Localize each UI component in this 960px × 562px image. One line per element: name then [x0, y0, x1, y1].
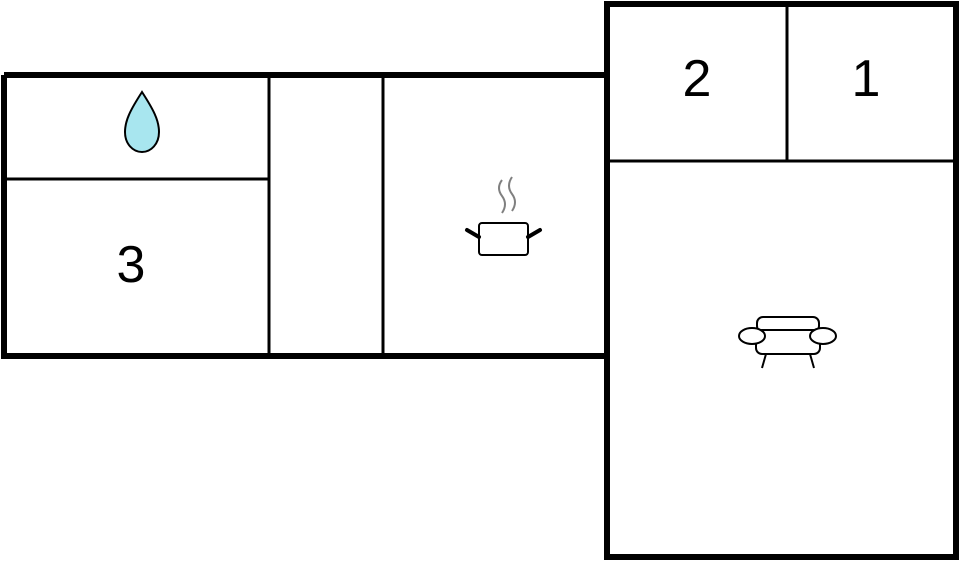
pot-body	[478, 222, 529, 256]
pot-handle-left	[465, 228, 481, 239]
room-number-3: 3	[117, 236, 146, 294]
sofa-leg-left	[761, 353, 767, 369]
room-kitchen	[465, 176, 542, 256]
sofa-arm-left	[738, 327, 766, 345]
room-number-2: 2	[683, 50, 712, 108]
steam-lines	[498, 176, 516, 214]
interior-walls	[4, 4, 956, 356]
room-bedroom-3: 3	[117, 236, 146, 294]
east-wing-outer-wall	[604, 1, 959, 560]
room-number-1: 1	[852, 50, 881, 108]
cooking-pot-icon	[465, 176, 542, 256]
room-bathroom	[123, 90, 161, 154]
room-living-room	[738, 316, 837, 369]
room-bedroom-2: 2	[683, 50, 712, 108]
room-bedroom-1: 1	[852, 50, 881, 108]
pot-handle-right	[526, 228, 542, 239]
water-drop-icon	[123, 90, 161, 154]
sofa-leg-right	[809, 353, 815, 369]
west-wing-outer-wall	[1, 72, 607, 359]
sofa-arm-right	[809, 327, 837, 345]
sofa-icon	[738, 316, 837, 369]
